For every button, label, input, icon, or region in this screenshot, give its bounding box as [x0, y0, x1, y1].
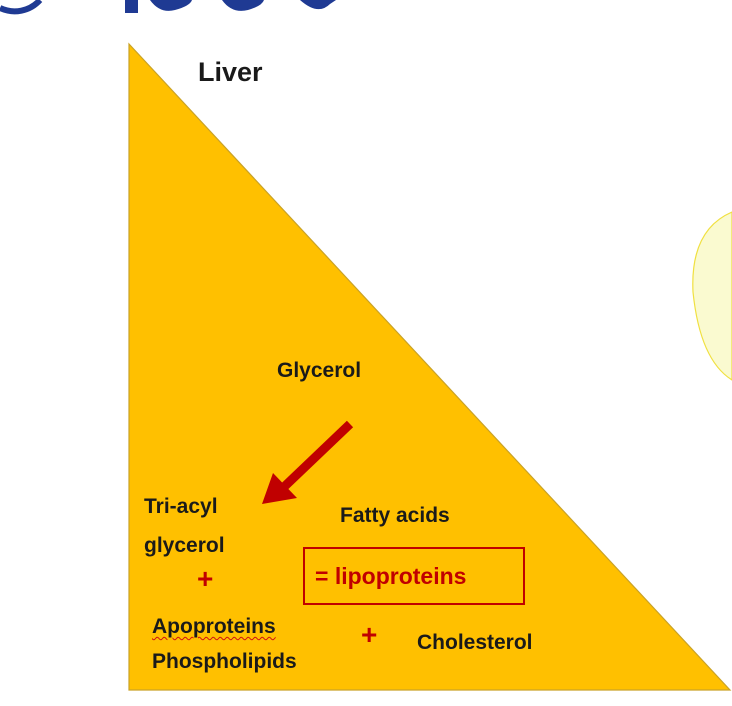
- liver-triangle: [128, 42, 732, 691]
- header-glyph-3: [222, 0, 264, 11]
- phospholipids-label: Phospholipids: [152, 650, 297, 673]
- fatty-acids-label: Fatty acids: [340, 504, 450, 527]
- liver-label: Liver: [198, 57, 263, 87]
- cholesterol-label: Cholesterol: [417, 631, 533, 654]
- triacyl-label-line2: glycerol: [144, 534, 225, 557]
- glycerol-label: Glycerol: [277, 359, 362, 382]
- header-glyph-4: [300, 0, 336, 10]
- pale-blob-shape: [692, 211, 732, 381]
- triacyl-label-line1: Tri-acyl: [144, 495, 218, 518]
- lipoproteins-box: = lipoproteins: [303, 547, 525, 605]
- lipoproteins-label: = lipoproteins: [315, 563, 467, 589]
- header-glyph-1: [125, 0, 138, 13]
- arrow-shaft: [281, 420, 354, 490]
- plus-sign-left: +: [197, 563, 214, 594]
- apoproteins-label: Apoproteins: [152, 615, 276, 638]
- header-glyph-2: [150, 0, 192, 11]
- arrow-head: [262, 473, 297, 504]
- header-title-fragment: [0, 0, 336, 15]
- plus-sign-middle: +: [361, 619, 378, 650]
- arrow-glycerol-to-triacylglycerol: [262, 420, 354, 504]
- header-circle-arc: [0, 0, 43, 15]
